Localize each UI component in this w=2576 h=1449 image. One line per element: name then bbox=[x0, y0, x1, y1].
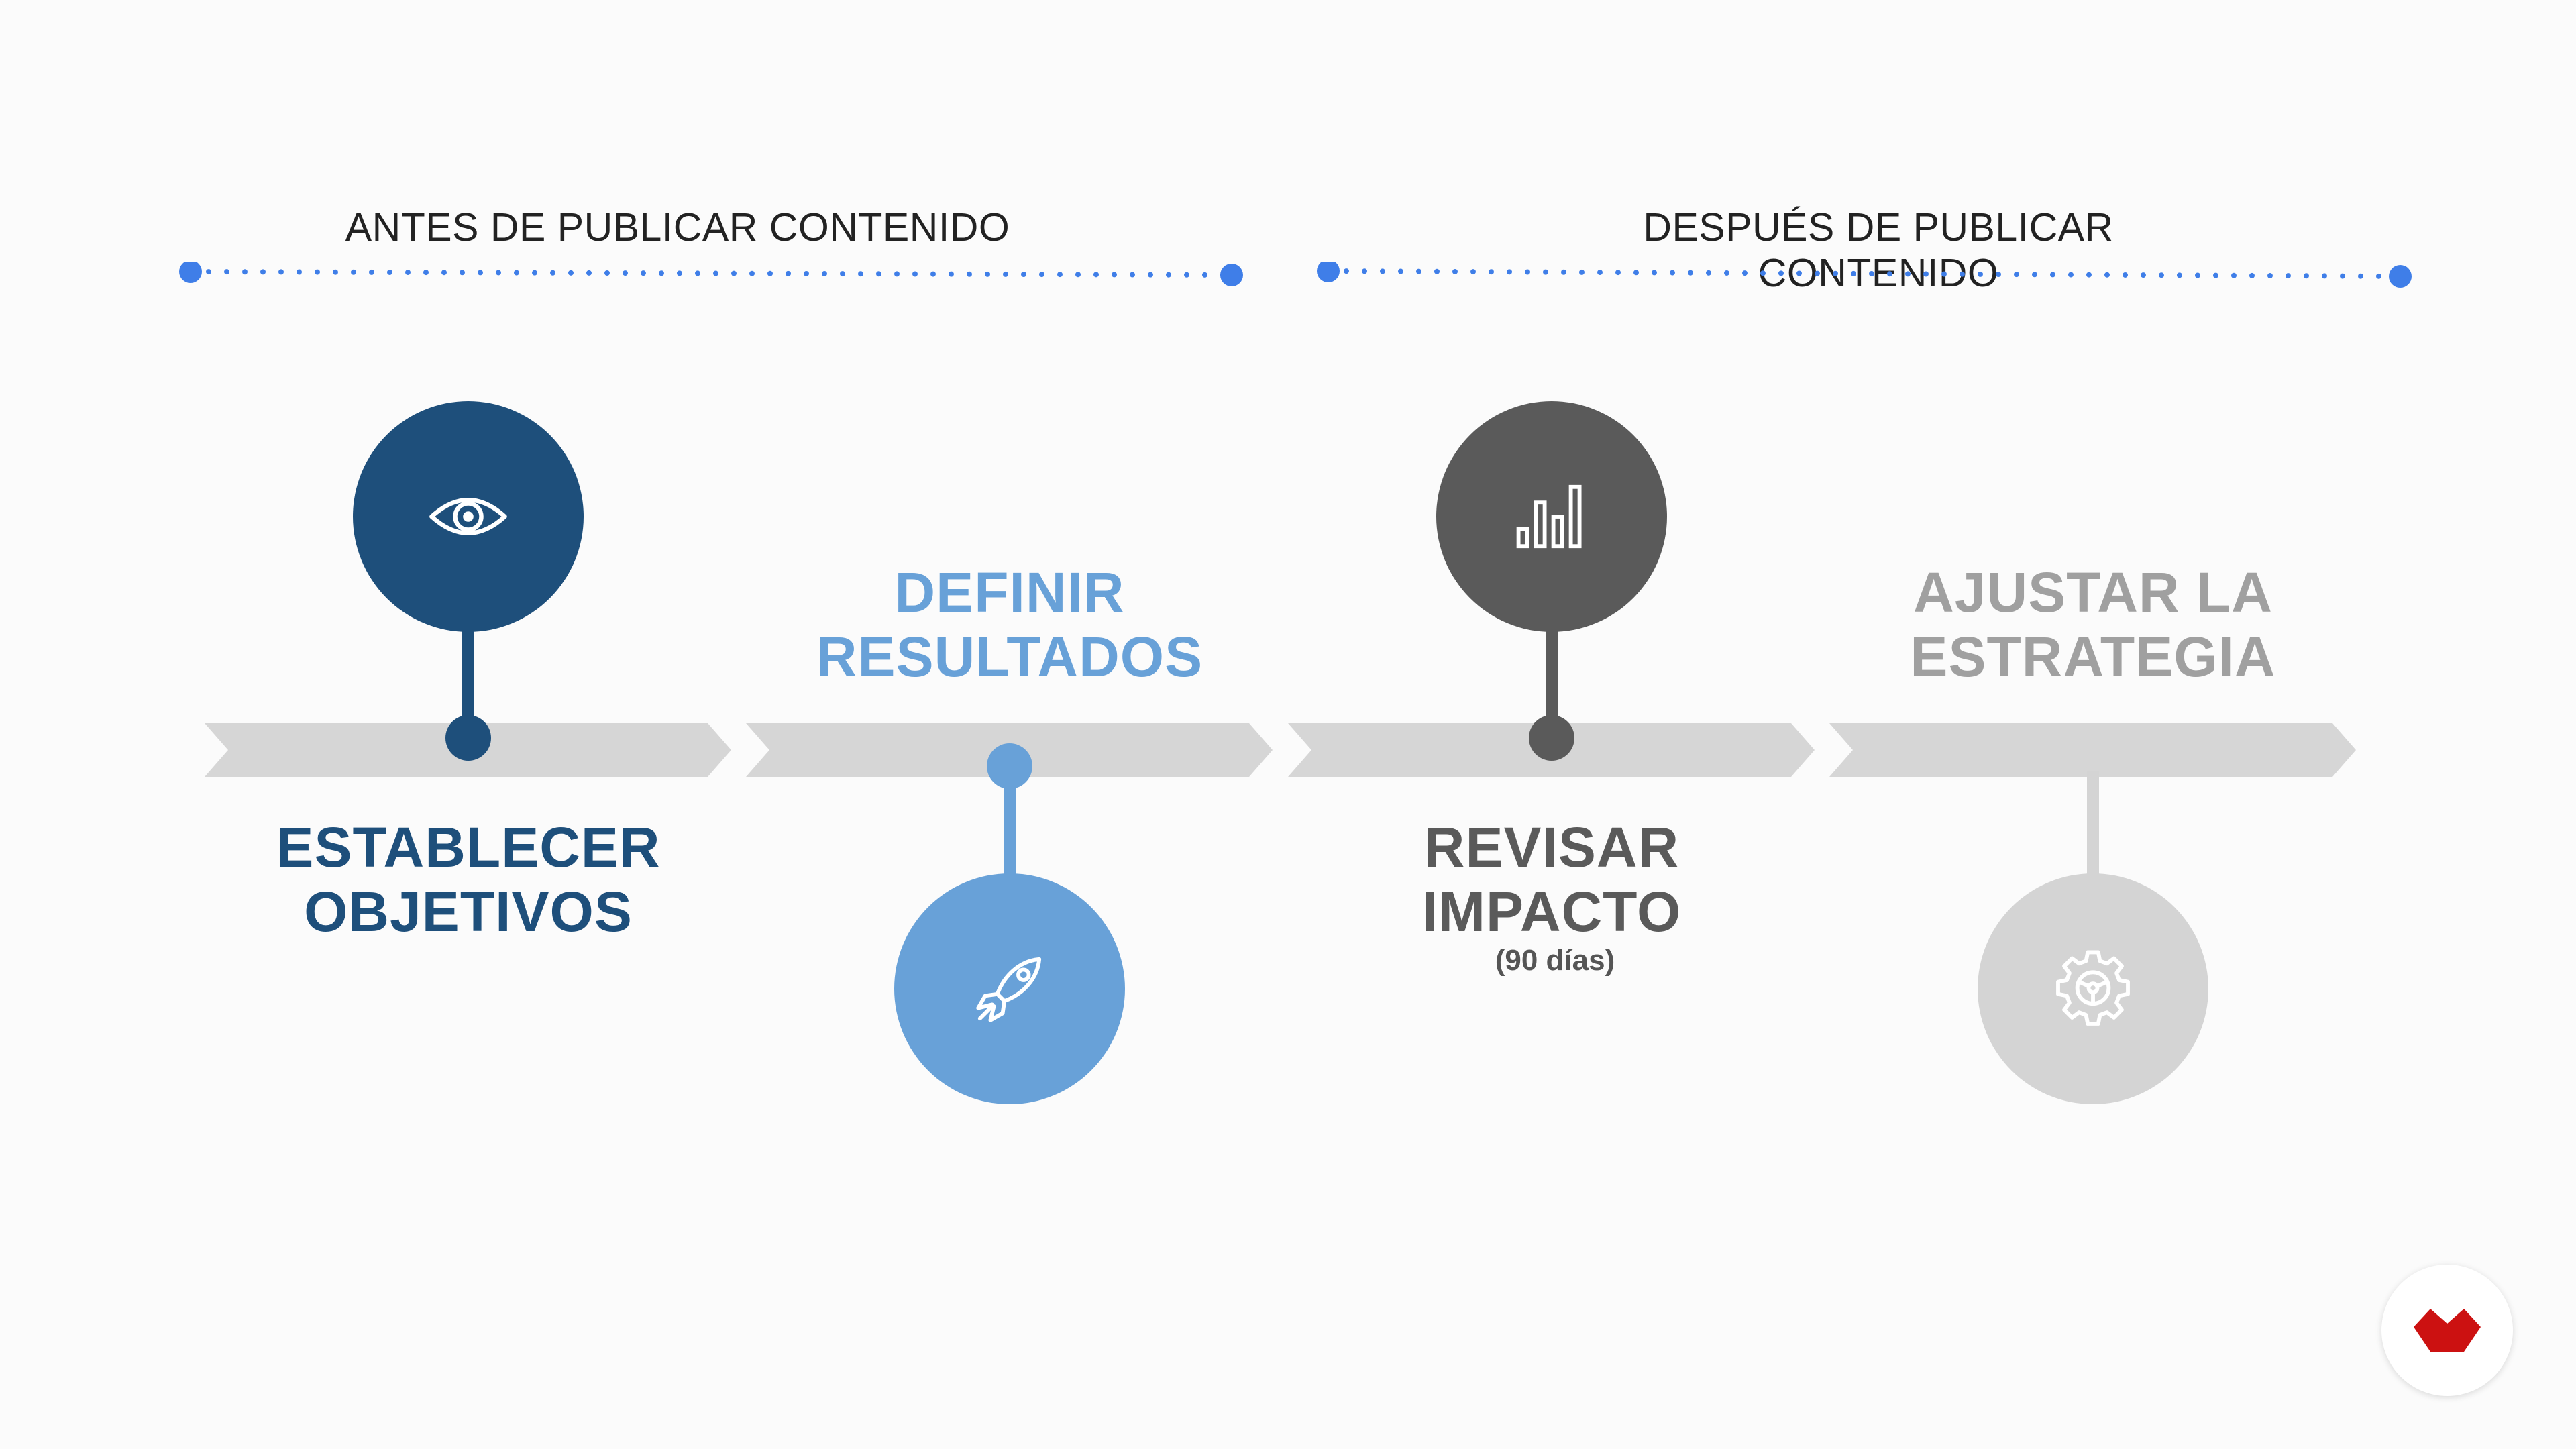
step-2-label: DEFINIR RESULTADOS bbox=[708, 560, 1311, 689]
arrow-segment-4 bbox=[1829, 723, 2356, 777]
step-4-stem bbox=[2087, 771, 2099, 879]
step-2-circle bbox=[894, 873, 1125, 1104]
phase-line-start-dot bbox=[179, 262, 202, 283]
rocket-icon bbox=[976, 957, 1042, 1022]
brand-logo bbox=[2381, 1265, 2513, 1396]
phase-title-despues: DESPUÉS DE PUBLICAR CONTENIDO bbox=[1643, 205, 2114, 295]
eye-icon bbox=[429, 498, 507, 535]
step-1-circle bbox=[353, 401, 584, 632]
step-3-stem bbox=[1546, 624, 1558, 738]
gear-icon bbox=[2056, 950, 2130, 1026]
step-1-stem bbox=[462, 624, 474, 738]
phase-line-end-dot bbox=[1220, 264, 1243, 286]
phase-line-antes bbox=[179, 262, 1243, 286]
step-1-dot bbox=[445, 715, 491, 761]
step-2-dot bbox=[987, 743, 1032, 789]
step-arrows bbox=[205, 723, 2356, 777]
step-4-circle bbox=[1978, 873, 2208, 1104]
step-1-label: ESTABLECER OBJETIVOS bbox=[166, 815, 770, 944]
phase-line-start-dot bbox=[1317, 262, 1340, 282]
step-3-label: REVISAR IMPACTO bbox=[1250, 815, 1854, 944]
phase-line-end-dot bbox=[2389, 265, 2412, 288]
phase-lines bbox=[179, 262, 2412, 288]
step-3-label-line2: IMPACTO bbox=[1421, 880, 1682, 943]
step-4-label-line1: AJUSTAR LA bbox=[1913, 561, 2273, 624]
step-2-label-line2: RESULTADOS bbox=[816, 625, 1203, 688]
step-3-dot bbox=[1529, 715, 1574, 761]
phase-line-despues bbox=[1317, 262, 2412, 288]
step-2-label-line1: DEFINIR bbox=[894, 561, 1125, 624]
step-3-circle bbox=[1436, 401, 1667, 632]
step-1-label-line1: ESTABLECER bbox=[276, 816, 661, 879]
step-4-label-line2: ESTRATEGIA bbox=[1910, 625, 2276, 688]
phase-title-antes: ANTES DE PUBLICAR CONTENIDO bbox=[345, 205, 1010, 250]
step-3-label-line1: REVISAR bbox=[1424, 816, 1680, 879]
step-3-sublabel: (90 días) bbox=[1495, 944, 1615, 977]
bar-chart-icon bbox=[1516, 484, 1582, 549]
step-2-stem bbox=[1004, 765, 1016, 879]
step-4-label: AJUSTAR LA ESTRATEGIA bbox=[1791, 560, 2395, 689]
brand-logo-icon bbox=[2414, 1309, 2481, 1352]
step-1-label-line2: OBJETIVOS bbox=[304, 880, 633, 943]
